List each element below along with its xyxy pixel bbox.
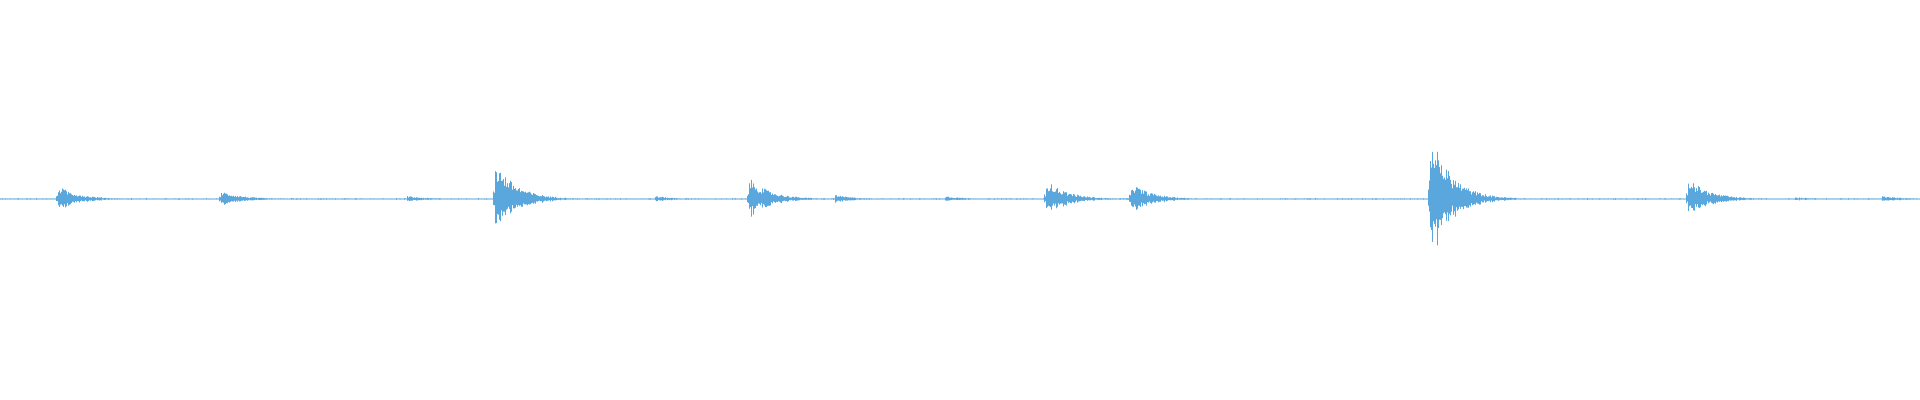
waveform-trace [0, 151, 1920, 246]
